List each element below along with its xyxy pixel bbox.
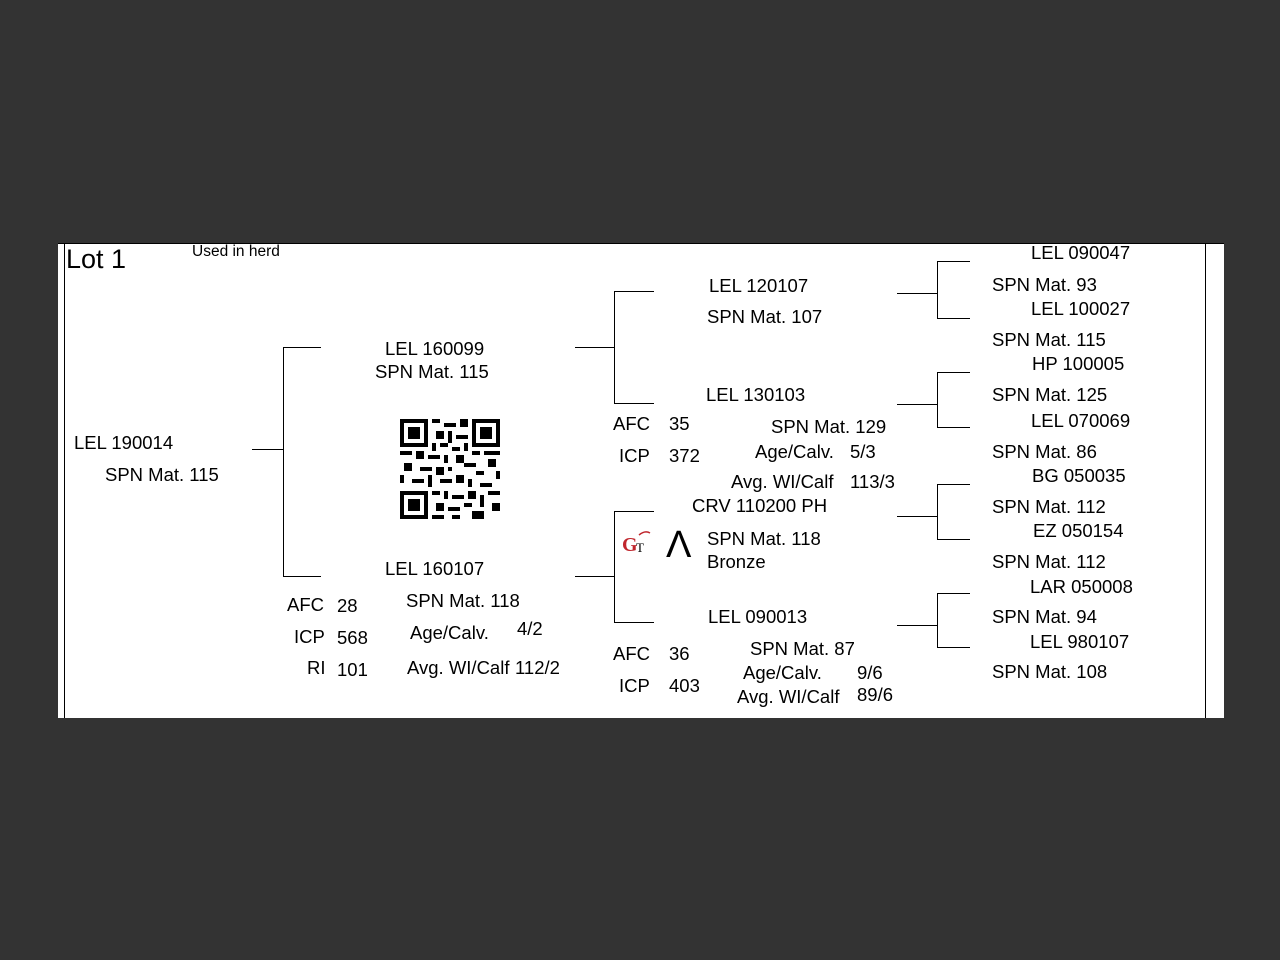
dam-dam-icp-label: ICP bbox=[619, 675, 650, 696]
connector bbox=[614, 622, 654, 623]
connector bbox=[937, 261, 970, 262]
sire-dam-wi-label: Avg. WI/Calf bbox=[731, 471, 834, 492]
connector bbox=[937, 647, 970, 648]
dam-wi-label: Avg. WI/Calf bbox=[407, 657, 510, 678]
sire-dam-afc-value: 35 bbox=[669, 413, 690, 434]
connector bbox=[575, 576, 614, 577]
dam-dam-age-label: Age/Calv. bbox=[743, 662, 822, 683]
dam-dam-mat: SPN Mat. 87 bbox=[750, 638, 855, 659]
ggd-2-id: LEL 070069 bbox=[1031, 410, 1131, 431]
dam-afc-value: 28 bbox=[337, 595, 358, 616]
sire-dam-wi-value: 113/3 bbox=[850, 471, 895, 492]
ggd-1-mat: SPN Mat. 115 bbox=[992, 329, 1106, 350]
connector bbox=[897, 293, 937, 294]
connector bbox=[897, 625, 937, 626]
qr-code-icon bbox=[400, 419, 500, 519]
dam-dam-icp-value: 403 bbox=[669, 675, 700, 696]
dam-age-value: 4/2 bbox=[517, 618, 543, 639]
connector bbox=[937, 372, 938, 427]
connector bbox=[614, 403, 654, 404]
dam-icp-value: 568 bbox=[337, 627, 368, 648]
ggs-3-mat: SPN Mat. 112 bbox=[992, 496, 1106, 517]
ggs-4-mat: SPN Mat. 94 bbox=[992, 606, 1097, 627]
connector bbox=[897, 516, 937, 517]
connector bbox=[283, 347, 321, 348]
svg-text:G: G bbox=[622, 534, 638, 556]
dam-mat: SPN Mat. 118 bbox=[406, 590, 520, 611]
dam-ri-value: 101 bbox=[337, 659, 368, 680]
connector bbox=[937, 539, 970, 540]
sire-dam-age-value: 5/3 bbox=[850, 441, 876, 462]
dam-age-label: Age/Calv. bbox=[410, 622, 489, 643]
connector bbox=[283, 347, 284, 576]
dam-ri-label: RI bbox=[307, 657, 326, 678]
sire-mat: SPN Mat. 115 bbox=[375, 361, 489, 382]
ggd-4-id: LEL 980107 bbox=[1030, 631, 1130, 652]
connector bbox=[897, 404, 937, 405]
dam-id: LEL 160107 bbox=[385, 558, 485, 579]
dam-icp-label: ICP bbox=[294, 626, 325, 647]
connector bbox=[937, 372, 970, 373]
gt-logo-icon: G T bbox=[622, 531, 651, 556]
dam-afc-label: AFC bbox=[287, 594, 324, 615]
connector bbox=[614, 511, 654, 512]
sire-sire-mat: SPN Mat. 107 bbox=[707, 306, 823, 327]
connector bbox=[614, 291, 615, 403]
right-border bbox=[1205, 243, 1206, 718]
connector bbox=[252, 449, 283, 450]
left-border bbox=[64, 243, 65, 718]
connector bbox=[614, 511, 615, 622]
connector bbox=[937, 484, 938, 539]
dam-wi-value: 112/2 bbox=[515, 657, 560, 678]
ggd-3-mat: SPN Mat. 112 bbox=[992, 551, 1106, 572]
ggs-2-mat: SPN Mat. 125 bbox=[992, 384, 1108, 405]
lot-title: Lot 1 bbox=[66, 244, 127, 274]
connector bbox=[937, 484, 970, 485]
dam-dam-id: LEL 090013 bbox=[708, 606, 808, 627]
connector bbox=[937, 318, 970, 319]
sire-dam-icp-label: ICP bbox=[619, 445, 650, 466]
sire-id: LEL 160099 bbox=[385, 338, 485, 359]
dam-sire-mat: SPN Mat. 118 bbox=[707, 528, 821, 549]
caret-icon: Λ bbox=[666, 524, 692, 566]
sire-dam-mat: SPN Mat. 129 bbox=[771, 416, 887, 437]
connector bbox=[937, 593, 970, 594]
ggd-3-id: EZ 050154 bbox=[1033, 520, 1124, 541]
ggs-3-id: BG 050035 bbox=[1032, 465, 1126, 486]
dam-dam-afc-label: AFC bbox=[613, 643, 650, 664]
dam-dam-age-value: 9/6 bbox=[857, 662, 883, 683]
calf-id: LEL 190014 bbox=[74, 432, 174, 453]
ggd-1-id: LEL 100027 bbox=[1031, 298, 1131, 319]
pedigree-sheet: Lot 1 Used in herd LEL 190014 SPN Mat. 1… bbox=[58, 243, 1224, 718]
ggd-2-mat: SPN Mat. 86 bbox=[992, 441, 1097, 462]
ggs-1-id: LEL 090047 bbox=[1031, 243, 1131, 263]
connector bbox=[937, 261, 938, 318]
dam-dam-afc-value: 36 bbox=[669, 643, 690, 664]
connector bbox=[575, 347, 614, 348]
sire-dam-icp-value: 372 bbox=[669, 445, 700, 466]
ggs-4-id: LAR 050008 bbox=[1030, 576, 1133, 597]
dam-dam-wi-value: 89/6 bbox=[857, 684, 894, 705]
sire-dam-afc-label: AFC bbox=[613, 413, 650, 434]
ggs-1-mat: SPN Mat. 93 bbox=[992, 274, 1097, 295]
calf-mat: SPN Mat. 115 bbox=[105, 464, 219, 485]
dam-dam-wi-label: Avg. WI/Calf bbox=[737, 686, 840, 707]
sire-dam-age-label: Age/Calv. bbox=[755, 441, 834, 462]
connector bbox=[937, 593, 938, 647]
connector bbox=[614, 291, 654, 292]
used-in-herd-note: Used in herd bbox=[192, 243, 280, 260]
dam-sire-id: CRV 110200 PH bbox=[692, 495, 828, 516]
sire-sire-id: LEL 120107 bbox=[709, 275, 809, 296]
svg-text:T: T bbox=[636, 540, 644, 555]
dam-sire-grade: Bronze bbox=[707, 551, 766, 572]
ggd-4-mat: SPN Mat. 108 bbox=[992, 661, 1108, 682]
connector bbox=[283, 576, 321, 577]
connector bbox=[937, 427, 970, 428]
top-border bbox=[58, 243, 1224, 244]
ggs-2-id: HP 100005 bbox=[1032, 353, 1125, 374]
sire-dam-id: LEL 130103 bbox=[706, 384, 806, 405]
